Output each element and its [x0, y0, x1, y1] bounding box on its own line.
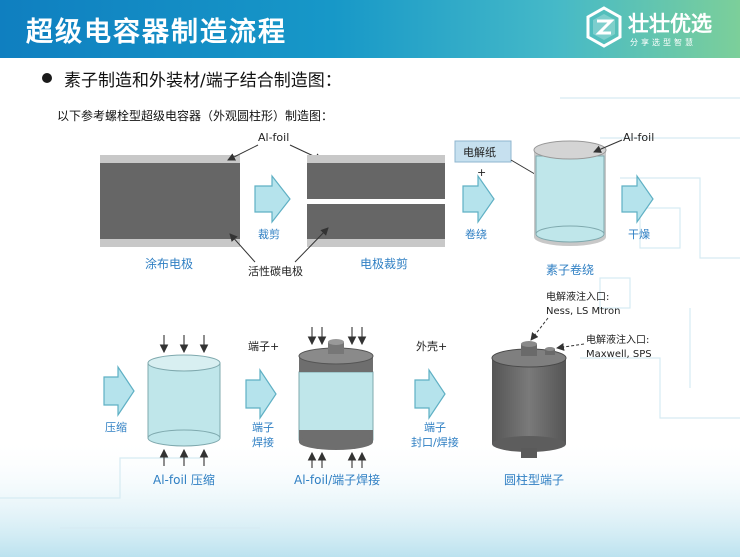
- bullet-marker: [42, 73, 52, 83]
- arrow-compress: [103, 365, 135, 417]
- page-title: 超级电容器制造流程: [26, 17, 287, 48]
- label-dry: 干燥: [628, 228, 650, 241]
- label-cut: 裁剪: [258, 227, 280, 241]
- background-decoration: [0, 97, 740, 557]
- label-step-compress: Al-foil 压缩: [153, 472, 215, 487]
- arrow-seal: [414, 368, 446, 420]
- wound-element-cylinder: [533, 140, 607, 246]
- label-wind: 卷绕: [465, 227, 487, 241]
- label-seal-1: 端子: [424, 421, 446, 434]
- separator-label-box: [454, 140, 512, 163]
- label-compress: 压缩: [105, 421, 127, 434]
- coated-electrode-sheet: [100, 155, 240, 247]
- compression-arrows: [159, 335, 209, 466]
- cylindrical-terminal-capacitor: [491, 341, 567, 458]
- pointer-inlet2: [556, 343, 585, 351]
- label-seal-2: 封口/焊接: [411, 435, 459, 449]
- pointer-al-foil-wound: [593, 139, 623, 153]
- label-step-cut: 电极裁剪: [360, 256, 408, 271]
- label-terminal-weld-1: 端子: [252, 421, 274, 434]
- pointer-carbon-left: [229, 233, 256, 263]
- compressed-cylinder: [147, 354, 221, 447]
- logo-name: 壮壮优选: [628, 12, 712, 36]
- cut-electrode-sheets: [307, 155, 445, 247]
- label-active-carbon: 活性碳电极: [248, 264, 303, 278]
- arrow-terminal-weld: [245, 368, 277, 420]
- arrow-cut: [254, 174, 291, 224]
- label-step-wound: 素子卷绕: [546, 262, 594, 277]
- pointer-inlet1: [530, 317, 549, 341]
- label-inlet2-brands: Maxwell, SPS: [586, 349, 652, 360]
- brand-logo: 壮壮优选 分享选型智慧: [586, 6, 736, 52]
- diagram-caption: 以下参考螺栓型超级电容器（外观圆柱形）制造图：: [57, 109, 334, 123]
- label-case-plus: 外壳+: [416, 339, 447, 353]
- label-al-foil-right: Al-foil: [623, 131, 654, 144]
- arrow-wind: [462, 174, 495, 224]
- label-inlet2-title: 电解液注入口:: [586, 333, 649, 346]
- label-separator: 电解纸: [463, 145, 496, 159]
- weld-arrows: [307, 327, 367, 468]
- label-step-weld: Al-foil/端子焊接: [294, 472, 380, 487]
- label-inlet1-title: 电解液注入口:: [546, 290, 609, 303]
- pointer-al-foil-left: [227, 144, 259, 161]
- bullet-heading: 素子制造和外装材/端子结合制造图：: [64, 71, 342, 91]
- label-inlet1-brands: Ness, LS Mtron: [546, 306, 620, 317]
- label-plus: +: [477, 166, 486, 179]
- label-step-coated: 涂布电极: [145, 256, 193, 271]
- arrow-dry: [621, 174, 654, 224]
- label-terminal-weld-2: 焊接: [252, 435, 274, 449]
- logo-hexagon-icon: [586, 6, 622, 48]
- pointer-carbon-right: [294, 227, 329, 263]
- logo-tagline: 分享选型智慧: [630, 38, 696, 47]
- welded-cylinder: [298, 339, 374, 450]
- label-al-foil-top: Al-foil: [258, 131, 289, 144]
- header-bar: 超级电容器制造流程 壮壮优选 分享选型智慧: [0, 0, 740, 58]
- label-step-cylindrical: 圆柱型端子: [504, 472, 564, 487]
- label-terminal-plus: 端子+: [248, 340, 279, 353]
